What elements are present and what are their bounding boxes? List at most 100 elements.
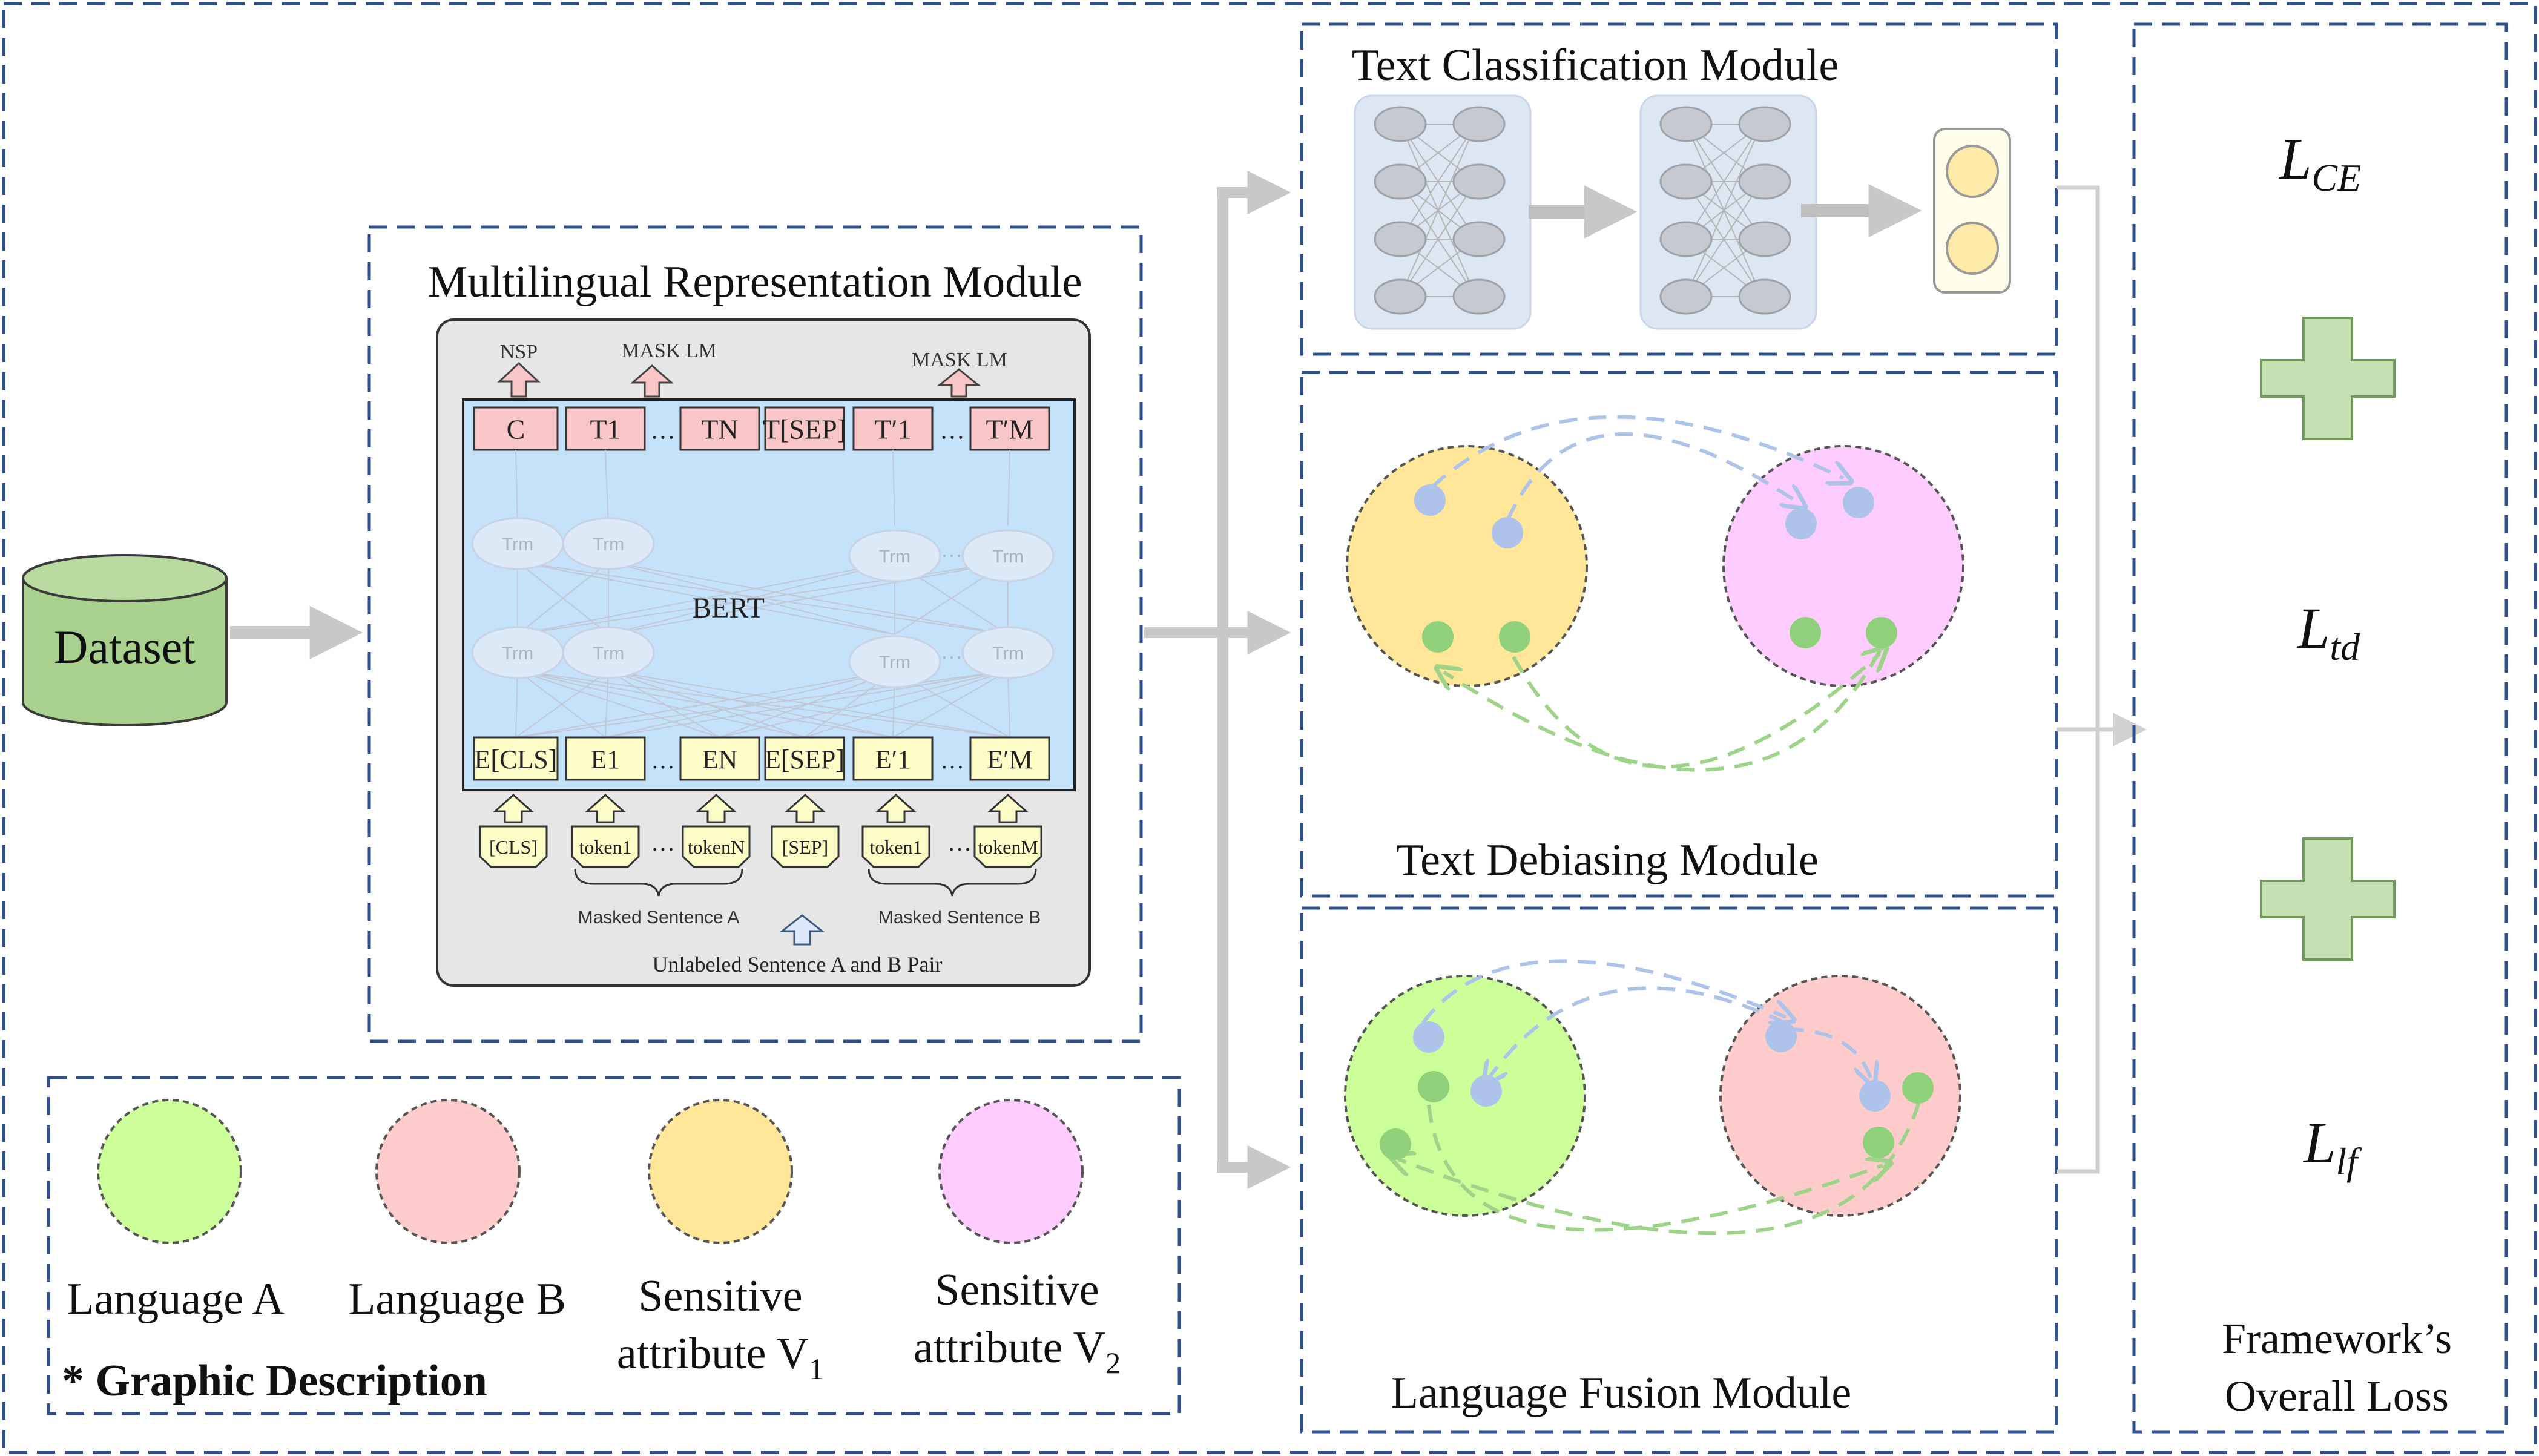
trm-label-upper-3: Trm: [992, 547, 1024, 567]
nn-node-2-out-1: [1738, 163, 1791, 200]
bert-input-tokens: [CLS]token1…tokenN[SEP]token1…tokenM: [479, 793, 1042, 868]
brace-sentence-a: [574, 868, 743, 897]
mask-lm-up-arrow-2: [937, 368, 981, 398]
legend-label-3: Sensitive: [935, 1265, 1099, 1315]
svg-text:LCE: LCE: [2278, 127, 2361, 199]
trm-label-lower-3: Trm: [992, 644, 1024, 664]
nn-node-2-in-0: [1659, 106, 1713, 142]
dataset-label: Dataset: [54, 621, 196, 673]
nn-node-2-out-3: [1738, 278, 1791, 315]
output-token-box-5: [852, 406, 934, 451]
fusion-dots: [1380, 1021, 1934, 1160]
loss-td: Ltd: [2296, 596, 2360, 668]
overall-loss-title-line2: Overall Loss: [2225, 1372, 2449, 1420]
input-up-arrow-0: [493, 793, 534, 823]
input-token-label-7: tokenM: [978, 836, 1038, 858]
embedding-token-label-7: E′M: [987, 745, 1033, 774]
input-token-box-0: [479, 825, 548, 868]
legend-swatch-1: [375, 1099, 521, 1244]
mask-lm-up-arrow-1: [630, 364, 674, 398]
output-node-1: [1946, 145, 1999, 198]
trm-label-upper-1: Trm: [593, 535, 624, 555]
debiasing-arrows: [1430, 415, 1880, 772]
input-token-box-4: [771, 825, 840, 868]
output-token-label-3: TN: [701, 414, 738, 445]
loss-connector: [2057, 185, 2147, 1174]
nn-node-2-in-1: [1659, 163, 1713, 200]
output-token-box-3: [679, 406, 760, 451]
nn-node-1-out-2: [1452, 221, 1506, 257]
trm-label-upper-0: Trm: [502, 535, 533, 555]
loss-ce: LCE: [2278, 127, 2361, 199]
fusion-arrows: [1398, 959, 1921, 1236]
legend-label-0: Language A: [67, 1274, 285, 1324]
embedding-token-label-6: …: [940, 747, 964, 774]
loss-lf: Llf: [2302, 1110, 2362, 1183]
embedding-token-box-4: [764, 736, 845, 781]
mask-lm-label-2: MASK LM: [912, 349, 1007, 371]
input-up-arrow-3: [696, 793, 737, 823]
legend-items: Language A Language B Sensitive attribute V…: [67, 1099, 1121, 1386]
legend-swatch-0: [97, 1099, 242, 1244]
embedding-token-label-4: E[SEP]: [765, 745, 845, 774]
nn-node-1-out-0: [1452, 106, 1506, 142]
legend-frame: [47, 1076, 1181, 1415]
language-a-circle: [1344, 975, 1586, 1217]
output-token-label-0: C: [507, 414, 525, 445]
multilingual-module-frame: [367, 225, 1143, 1043]
output-token-box-7: [969, 406, 1050, 451]
nn-node-1-in-3: [1374, 278, 1427, 315]
plus-icon-2: [2260, 837, 2396, 961]
trm-node-upper-1: [562, 517, 655, 570]
nn-node-2-out-0: [1738, 106, 1791, 142]
input-token-box-1: [571, 825, 640, 868]
input-token-box-3: [682, 825, 751, 868]
legend-label-1: Language B: [348, 1274, 566, 1324]
nn-node-2-in-2: [1659, 221, 1713, 257]
unlabeled-pair-label: Unlabeled Sentence A and B Pair: [653, 952, 943, 977]
fusion-module-title: Language Fusion Module: [1391, 1368, 1851, 1418]
input-token-label-6: …: [947, 829, 972, 856]
output-node-2: [1946, 222, 1999, 275]
legend-label2-3: attribute V2: [914, 1323, 1121, 1380]
embedding-token-label-3: EN: [702, 745, 738, 774]
input-token-label-2: …: [651, 829, 675, 856]
output-token-box-1: [565, 406, 646, 451]
trm-node-upper-2: [848, 529, 941, 582]
nn-node-1-out-1: [1452, 163, 1506, 200]
legend-label-2: Sensitive: [638, 1271, 802, 1321]
bert-inner-panel: [462, 398, 1076, 791]
brace-sentence-b: [868, 868, 1037, 897]
trm-label-lower-0: Trm: [502, 644, 533, 664]
debiasing-module-title: Text Debiasing Module: [1396, 835, 1819, 885]
mask-lm-label-1: MASK LM: [621, 340, 717, 362]
output-token-label-2: …: [650, 417, 675, 444]
legend-swatch-3: [938, 1099, 1084, 1244]
trm-node-upper-3: [961, 529, 1055, 582]
input-token-label-0: [CLS]: [489, 836, 538, 858]
svg-text:Ltd: Ltd: [2296, 596, 2360, 668]
nn-node-1-out-3: [1452, 278, 1506, 315]
output-token-label-4: T[SEP]: [763, 414, 846, 445]
trm-label-lower-2: Trm: [879, 653, 911, 673]
input-token-label-4: [SEP]: [782, 836, 828, 858]
embedding-token-label-0: E[CLS]: [475, 745, 558, 774]
output-token-label-7: T′M: [986, 414, 1033, 445]
input-token-label-3: tokenN: [688, 836, 745, 858]
input-up-arrow-1: [585, 793, 626, 823]
loss-lf-main: L: [2302, 1110, 2336, 1175]
masked-sentence-a-label: Masked Sentence A: [578, 908, 740, 927]
sensitive-v2-circle: [1722, 445, 1964, 687]
debiasing-dots: [1414, 484, 1897, 653]
input-token-label-5: token1: [869, 836, 922, 858]
nn-node-2-out-2: [1738, 221, 1791, 257]
loss-td-main: L: [2296, 596, 2330, 660]
trm-node-lower-3: [961, 626, 1055, 679]
loss-ce-main: L: [2278, 127, 2311, 191]
bottom-up-arrow: [779, 914, 825, 946]
input-up-arrow-4: [785, 793, 826, 823]
output-token-label-5: T′1: [874, 414, 911, 445]
bert-center-label: BERT: [692, 592, 765, 624]
embedding-token-box-3: [679, 736, 760, 781]
